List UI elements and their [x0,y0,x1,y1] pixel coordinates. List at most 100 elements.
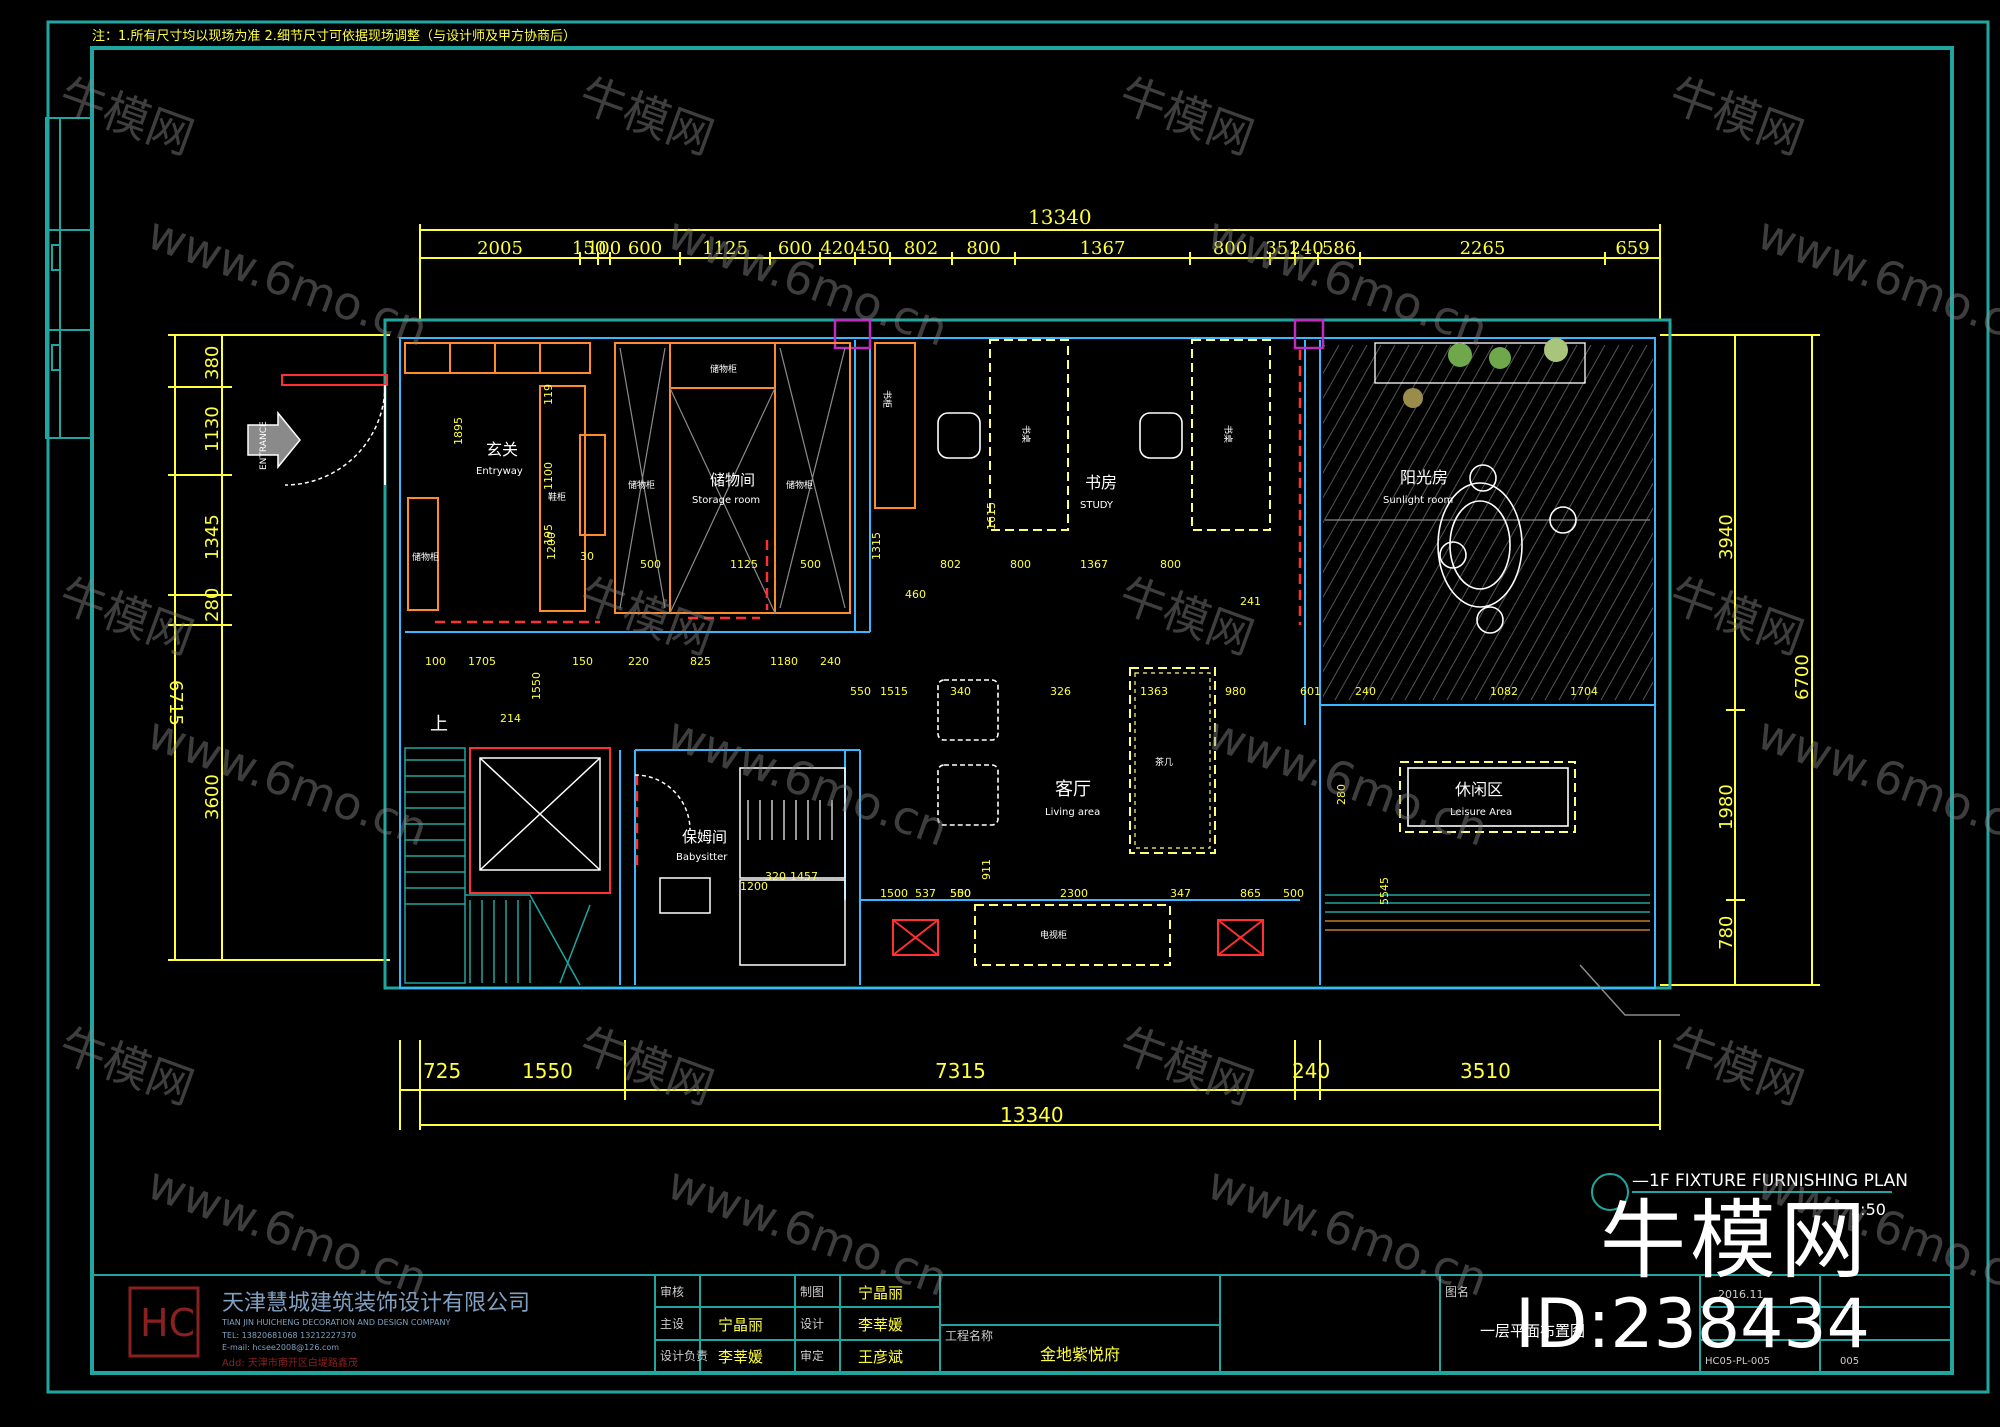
right-dim-780: 780 [1716,916,1737,950]
inner-dim-46: 865 [1240,887,1261,900]
left-dimension-labels: 380 1130 1345 280 3600 6715 [165,346,223,820]
watermark-brand-0: 牛模网 [53,67,201,165]
inner-dim-26: 340 [950,685,971,698]
tb2-value-1: 李莘媛 [858,1316,903,1334]
leisure-steps [1325,894,1650,931]
bookcase-label: 书柜 [881,390,893,408]
tb-sheet-no: 005 [1840,1356,1859,1367]
bottom-dim-7315: 7315 [935,1059,986,1083]
right-dim-3940: 3940 [1716,514,1737,560]
entry-cabinets [404,342,916,614]
desk-label-b: 书桌 [1222,425,1234,443]
tb-label-2: 设计负责 [660,1349,708,1363]
tb2-label-1: 设计 [800,1317,824,1331]
tb2-label-0: 制图 [800,1285,824,1299]
top-dim-4: 1125 [702,238,748,259]
study-chairs [937,412,1183,459]
tb-label-1: 主设 [660,1317,684,1331]
entry-door: ENTRANCE [247,374,388,486]
inner-dim-36: 280 [1335,784,1348,805]
coffee-table-label: 茶几 [1155,756,1173,768]
inner-dim-40: 550 [950,887,971,900]
watermark-brand-4: 牛模网 [53,567,201,665]
watermark-brand-5: 牛模网 [573,567,721,665]
study-furniture [989,339,1271,531]
watermark-site-4: www.6mo.cn [141,706,436,857]
top-dim-12: 351 [1265,238,1299,259]
inner-dim-7: 1125 [730,558,758,571]
watermark-brand-7: 牛模网 [1663,567,1811,665]
company-info: 天津慧城建筑装饰设计有限公司 TIAN JIN HUICHENG DECORAT… [221,1291,530,1369]
top-dim-9: 800 [966,238,1000,259]
plan-title-text: —1F FIXTURE FURNISHING PLAN [1632,1171,1908,1191]
top-dim-11: 800 [1213,238,1247,259]
inner-dim-25: 1515 [880,685,908,698]
top-dim-8: 802 [904,238,938,259]
top-dim-15: 2265 [1460,238,1506,259]
ac-units [892,919,1264,956]
cabinet-label-c: 储物柜 [786,479,813,491]
room-entryway-cn: 玄关 [486,440,518,459]
tb-drawing-no: HC05-PL-005 [1705,1356,1770,1367]
inner-dim-28: 1363 [1140,685,1168,698]
inner-dim-49: 1200 [740,880,768,893]
room-babysitter-en: Babysitter [676,852,728,863]
top-dim-14: 586 [1322,238,1356,259]
watermark-brand-3: 牛模网 [1663,67,1811,165]
company-name-cn: 天津慧城建筑装饰设计有限公司 [222,1291,530,1316]
columns [833,318,1325,350]
inner-dim-16: 241 [1240,595,1261,608]
left-dim-1345: 1345 [202,514,223,560]
tb2-value-2: 王彦斌 [858,1348,903,1366]
inner-dim-45: 347 [1170,887,1191,900]
room-sunlight-en: Sunlight room [1383,495,1453,506]
top-total-dimension: 13340 [1028,205,1092,229]
leisure-furniture [1399,761,1576,833]
plan-title: —1F FIXTURE FURNISHING PLAN 1:50 [1591,1171,1908,1219]
inner-dim-38: 1457 [790,870,818,883]
left-dim-1130: 1130 [202,406,223,452]
tb-project-label: 工程名称 [945,1328,993,1343]
room-study-en: STUDY [1080,500,1114,511]
title-block-text: 审核 主设 设计负责 宁晶丽 李莘媛 制图 设计 审定 宁晶丽 李莘媛 王彦斌 … [660,1284,1859,1367]
tb2-value-0: 宁晶丽 [858,1284,903,1302]
margin-strip [45,117,93,439]
left-dim-280: 280 [202,588,223,622]
inner-dim-24: 550 [850,685,871,698]
watermark-brand-6: 牛模网 [1113,567,1261,665]
watermark-brand-9: 牛模网 [573,1017,721,1115]
watermark-id: ID:238434 [1515,1285,1870,1364]
inner-dim-47: 500 [1283,887,1304,900]
inner-dim-37: 5545 [1378,877,1391,905]
shoe-cabinet-label: 鞋柜 [548,491,566,503]
left-dimension-lines [168,334,390,961]
tb-label-0: 审核 [660,1284,684,1299]
bottom-dimension-labels: 725 1550 7315 240 3510 13340 [423,1059,1511,1127]
tb2-label-2: 审定 [800,1348,824,1363]
tb-value-1: 宁晶丽 [718,1316,763,1334]
room-study-cn: 书房 [1085,473,1117,492]
room-storage-en: Storage room [692,495,760,506]
company-address: Add: 天津市南开区白堤路鑫茂 [222,1356,358,1369]
top-dim-5: 600 [778,238,812,259]
bottom-dim-240: 240 [1292,1059,1330,1083]
company-tel: TEL: 13820681068 13212227370 [221,1331,356,1340]
room-babysitter-cn: 保姆间 [682,828,727,846]
watermark-brand-11: 牛模网 [1663,1017,1811,1115]
tv-cabinet-label: 电视柜 [1040,929,1067,941]
babysitter-furniture [634,767,846,966]
room-storage-cn: 储物间 [710,471,755,489]
inner-dim-27: 326 [1050,685,1071,698]
living-sofas [937,679,999,826]
bottom-dim-total: 13340 [1000,1103,1064,1127]
top-dim-3: 600 [628,238,662,259]
left-dim-total: 6715 [165,680,186,726]
top-dim-13: 240 [1289,238,1323,259]
inner-dim-31: 240 [1355,685,1376,698]
watermark-brand-1: 牛模网 [573,67,721,165]
inner-dim-10: 460 [905,588,926,601]
room-leisure-en: Leisure Area [1450,807,1512,818]
plan-scale-text: 1:50 [1850,1200,1886,1219]
